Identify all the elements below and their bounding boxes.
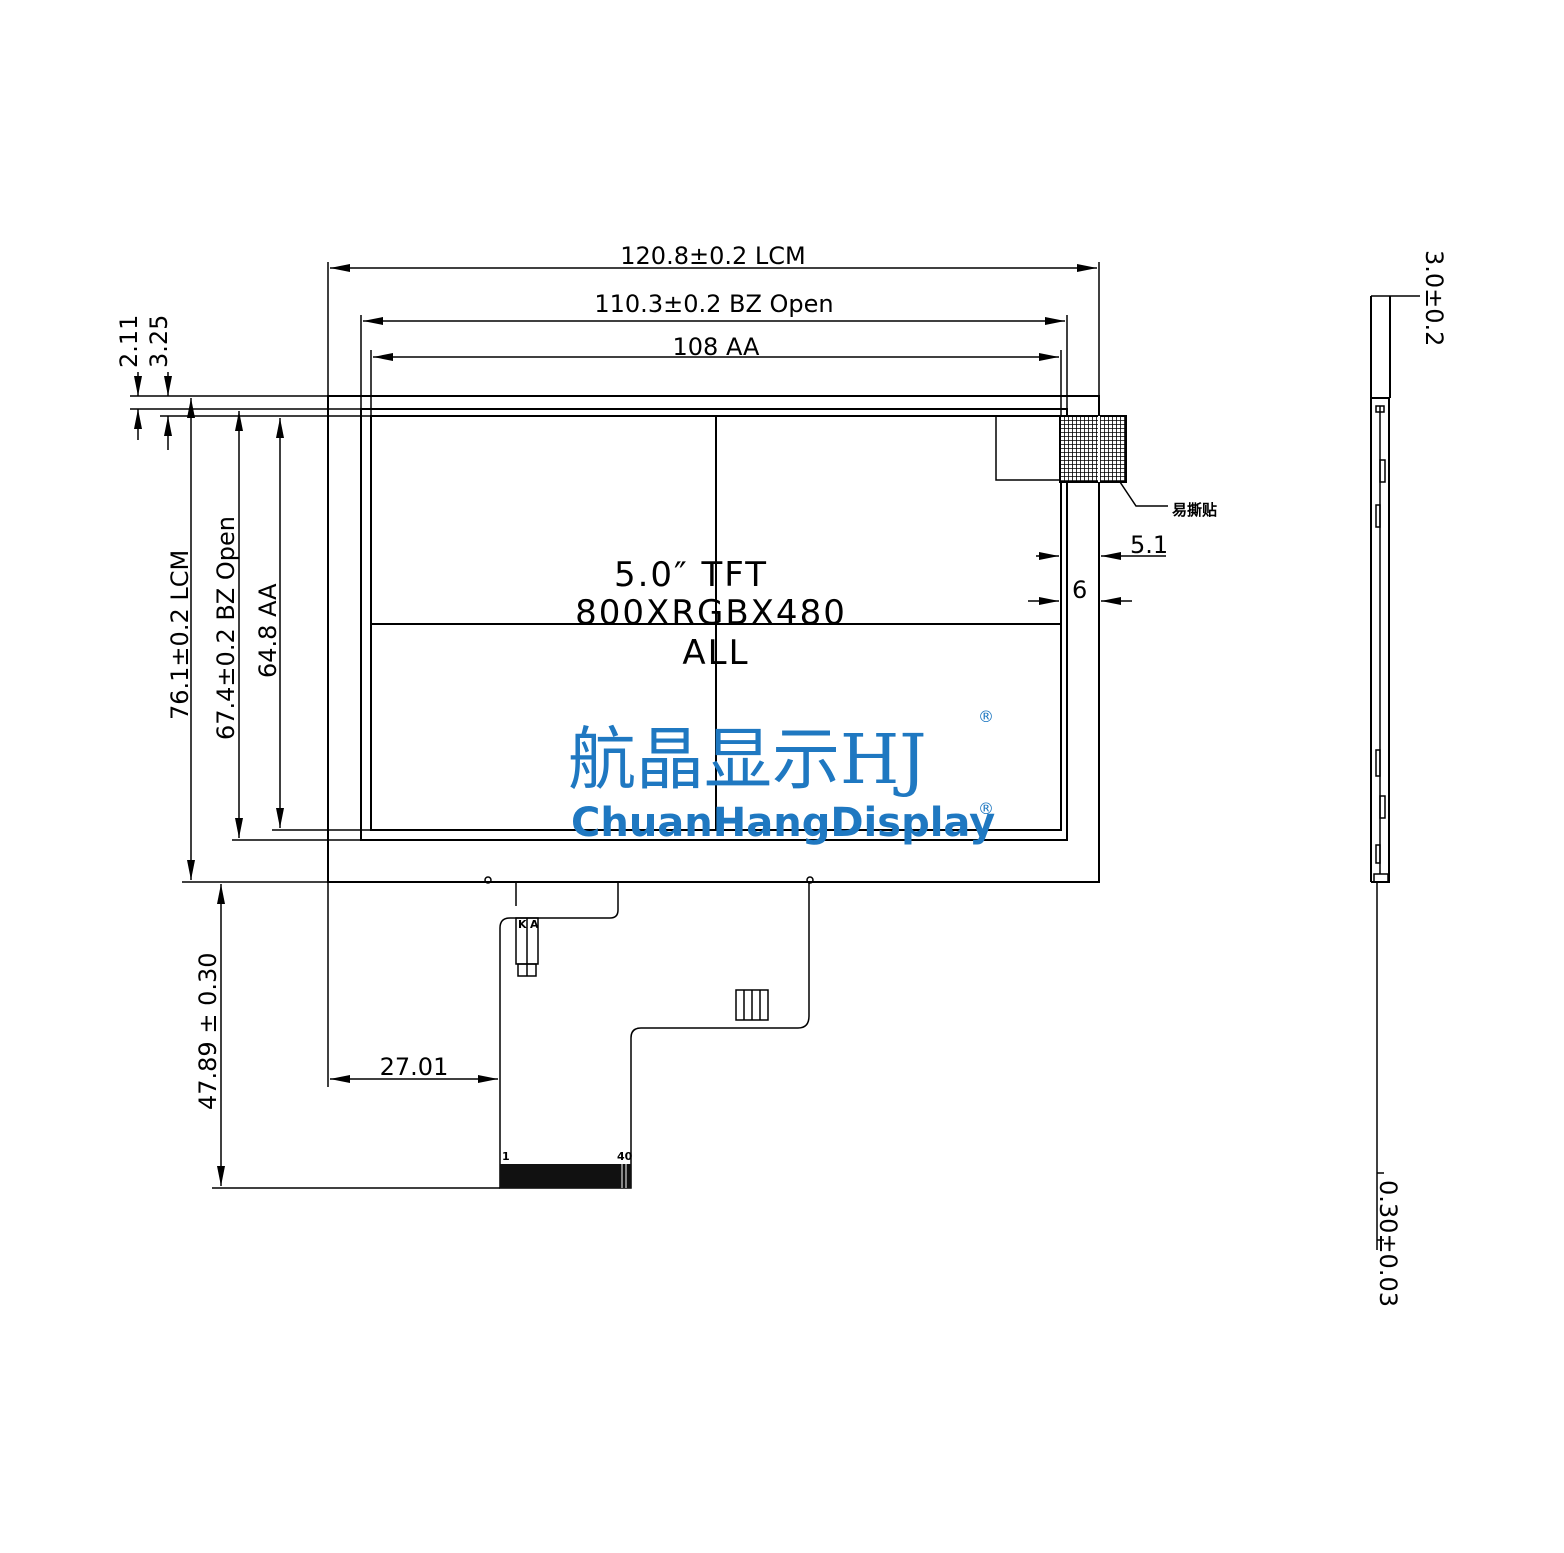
panel-size-label: 5.0″ TFT (614, 555, 768, 595)
dim-aa-height: 64.8 AA (254, 418, 284, 828)
dim-bz-open-width: 110.3±0.2 BZ Open (363, 290, 1065, 325)
dim-lcm-width: 120.8±0.2 LCM (330, 242, 1097, 272)
bz-open-outline (360, 408, 1068, 841)
svg-text:120.8±0.2 LCM: 120.8±0.2 LCM (620, 242, 805, 270)
svg-text:3.25: 3.25 (145, 315, 173, 368)
svg-text:108 AA: 108 AA (673, 333, 761, 361)
tear-tab-grid (1059, 415, 1127, 483)
k-pin-label: K (518, 918, 527, 931)
svg-text:67.4±0.2 BZ Open: 67.4±0.2 BZ Open (212, 516, 240, 740)
svg-text:76.1±0.2 LCM: 76.1±0.2 LCM (166, 550, 194, 720)
dim-fpc-offset: 27.01 (330, 1053, 498, 1083)
panel-resolution-label: 800XRGBX480 (575, 593, 847, 633)
module-outline (327, 395, 1100, 883)
svg-text:64.8 AA: 64.8 AA (254, 583, 282, 678)
brand-watermark-en: ChuanHangDisplay (571, 800, 995, 846)
easy-tear-tab: 易撕贴 (995, 415, 1217, 519)
dim-lcm-height: 76.1±0.2 LCM (166, 398, 195, 880)
panel-description: 5.0″ TFT 800XRGBX480 ALL (575, 555, 847, 673)
easy-tear-label: 易撕贴 (1172, 501, 1217, 519)
dim-top-offset-2: 3.25 (145, 315, 173, 450)
side-view: 3.0±0.2 0.30±0.03 (1370, 250, 1448, 1307)
svg-text:5.1: 5.1 (1130, 531, 1168, 559)
svg-text:27.01: 27.01 (380, 1053, 449, 1081)
registered-mark-1: ® (978, 707, 994, 726)
fpc-contacts (500, 1164, 631, 1188)
dim-fpc-length: 47.89 ± 0.30 (194, 884, 225, 1186)
a-pin-label: A (530, 918, 539, 931)
dim-top-offset-1: 2.11 (115, 315, 143, 440)
panel-view-label: ALL (682, 633, 749, 673)
extension-lines (130, 262, 1100, 1189)
dim-aa-width: 108 AA (373, 333, 1059, 361)
pin-first-label: 1 (502, 1150, 510, 1163)
fpc-thickness-label: 0.30±0.03 (1374, 1180, 1402, 1307)
brand-watermark: 航晶显示HJ ® ChuanHangDisplay ® (568, 707, 995, 846)
svg-text:2.11: 2.11 (115, 315, 143, 368)
tear-tab-outline (995, 415, 1061, 481)
thickness-label: 3.0±0.2 (1420, 250, 1448, 346)
svg-text:6: 6 (1072, 576, 1087, 604)
tear-tab-leader (1119, 481, 1168, 507)
dim-right-offset-1: 5.1 (1036, 531, 1168, 560)
svg-text:110.3±0.2 BZ Open: 110.3±0.2 BZ Open (594, 290, 833, 318)
brand-watermark-cn: 航晶显示HJ (568, 721, 927, 800)
fpc-cable: K A 1 40 (484, 876, 814, 1189)
dim-bz-open-height: 67.4±0.2 BZ Open (212, 411, 243, 838)
dim-right-offset-2: 6 (1028, 576, 1132, 605)
pin-last-label: 40 (617, 1150, 633, 1163)
svg-text:47.89 ± 0.30: 47.89 ± 0.30 (194, 952, 222, 1110)
registered-mark-2: ® (978, 799, 994, 818)
